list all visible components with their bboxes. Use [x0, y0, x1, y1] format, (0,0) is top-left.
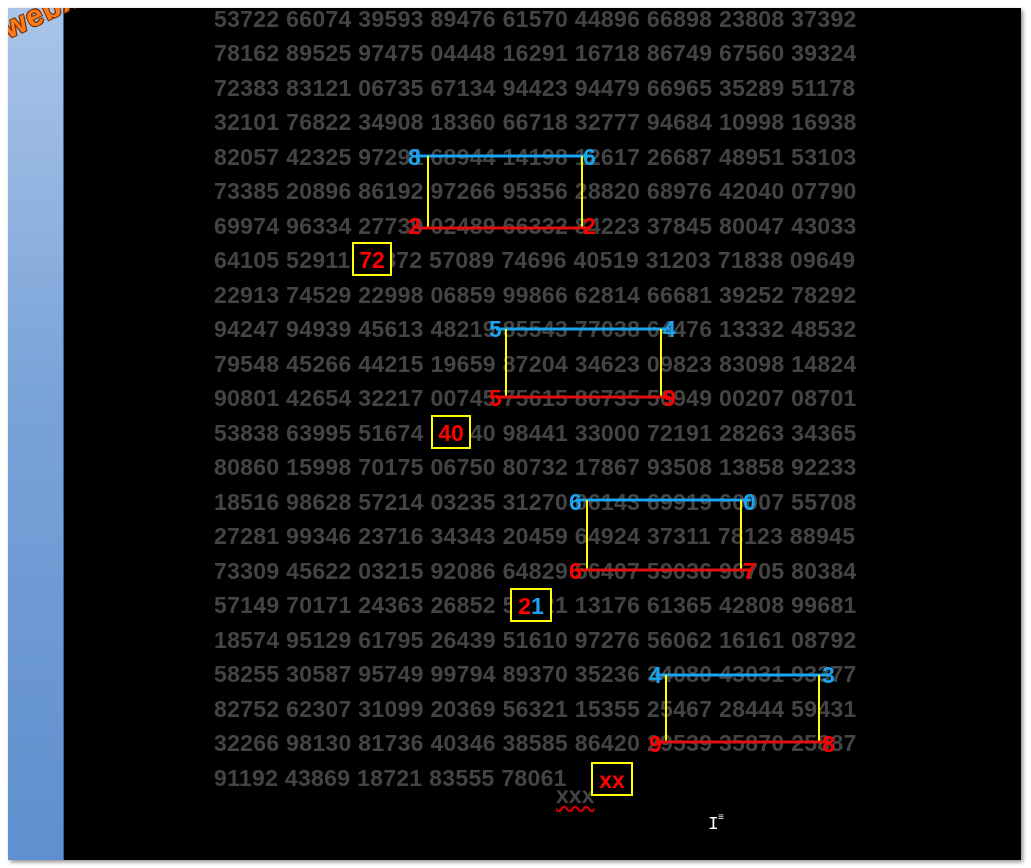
marker-digit: 9 — [649, 731, 662, 757]
marker-digit: 2 — [583, 213, 596, 239]
number-row: 80860 15998 70175 06750 80732 17867 9350… — [214, 454, 857, 480]
marker-digit: 9 — [663, 385, 676, 411]
number-row: 64105 52911 00872 57089 74696 40519 3120… — [214, 247, 856, 273]
number-row: 32266 98130 81736 40346 38585 86420 2953… — [214, 730, 857, 756]
number-row: 22913 74529 22998 06859 99866 62814 6668… — [214, 282, 857, 308]
marker-digit: 6 — [583, 144, 596, 170]
highlight-digit: 1 — [531, 593, 544, 619]
document-page[interactable]: 53722 66074 39593 89476 61570 44896 6689… — [64, 8, 1021, 860]
number-row: 79548 45266 44215 19659 87204 34623 0982… — [214, 351, 857, 377]
marker-digit: 2 — [408, 213, 421, 239]
marker-digit: 4 — [663, 316, 676, 342]
highlight-digit: 2 — [518, 593, 531, 619]
number-row: 90801 42654 32217 00745 75615 86735 5694… — [214, 385, 857, 411]
number-row: 82057 42325 97291 68944 14198 12617 2668… — [214, 144, 857, 170]
number-row: 73385 20896 86192 97266 95356 28820 6897… — [214, 178, 857, 204]
highlight-box: xx — [591, 762, 633, 796]
marker-digit: 6 — [569, 558, 582, 584]
highlight-box: 21 — [510, 588, 552, 622]
number-row: 73309 45622 03215 92086 64829 56407 5903… — [214, 558, 857, 584]
highlight-box: 40 — [431, 415, 471, 449]
text-cursor-icon: I — [708, 815, 719, 835]
marker-digit: 5 — [489, 316, 502, 342]
marker-digit: 4 — [649, 662, 662, 688]
number-row: 53838 63995 51674 81040 98441 33000 7219… — [214, 420, 857, 446]
number-row: 82752 62307 31099 20369 56321 15355 2546… — [214, 696, 857, 722]
number-row: 78162 89525 97475 04448 16291 16718 8674… — [214, 40, 857, 66]
last-row-tail: xxx — [556, 782, 595, 808]
number-row: 18574 95129 61795 26439 51610 97276 5606… — [214, 627, 857, 653]
number-row: 94247 94939 45613 48219 85543 77038 6447… — [214, 316, 857, 342]
document-window: 53722 66074 39593 89476 61570 44896 6689… — [8, 8, 1021, 860]
marker-digit: 0 — [743, 489, 756, 515]
marker-digit: 8 — [822, 731, 835, 757]
number-row: 18516 98628 57214 03235 31270 06143 6991… — [214, 489, 857, 515]
number-row: 32101 76822 34908 18360 66718 32777 9468… — [214, 109, 857, 135]
number-row: 53722 66074 39593 89476 61570 44896 6689… — [214, 8, 857, 32]
marker-digit: 6 — [569, 489, 582, 515]
marker-digit: 7 — [743, 558, 756, 584]
number-row: 69974 96334 27739 02489 66332 84223 3784… — [214, 213, 857, 239]
highlight-box: 72 — [352, 242, 392, 276]
marker-digit: 3 — [822, 662, 835, 688]
number-row: 58255 30587 95749 99794 89370 35236 3408… — [214, 661, 857, 687]
left-ruler-bar — [8, 8, 64, 860]
paragraph-mark-icon: ≡ — [718, 813, 725, 824]
number-row: 91192 43869 18721 83555 78061 — [214, 765, 567, 791]
marker-digit: 8 — [408, 144, 421, 170]
number-row: 27281 99346 23716 34343 20459 64924 3731… — [214, 523, 856, 549]
marker-digit: 5 — [489, 385, 502, 411]
number-row: 72383 83121 06735 67134 94423 94479 6696… — [214, 75, 856, 101]
